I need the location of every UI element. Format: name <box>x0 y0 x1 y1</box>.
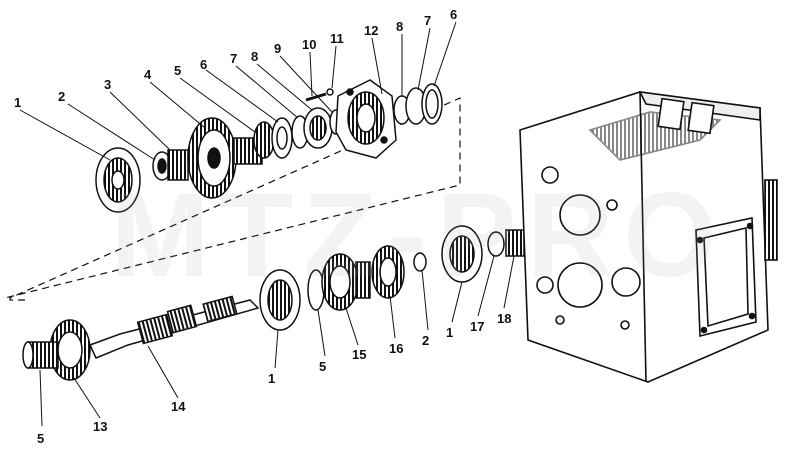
upper-assembly-dashed-frame <box>4 97 461 301</box>
callout-bottom-0: 5 <box>37 431 45 446</box>
callout-bottom-8: 1 <box>446 325 454 340</box>
callout-bottom-6: 16 <box>389 341 404 356</box>
callout-top-12: 8 <box>396 19 404 34</box>
callout-bottom-1: 13 <box>93 419 108 434</box>
leader-lines <box>19 21 515 427</box>
top-part-5-gear <box>253 121 275 159</box>
upper-shaft-assembly <box>95 79 443 213</box>
lower-part-2-ring <box>413 252 427 272</box>
callout-top-1: 2 <box>58 89 66 104</box>
callout-top-14: 6 <box>450 7 458 22</box>
gearbox-housing <box>519 91 778 383</box>
callout-top-11: 12 <box>364 23 379 38</box>
side-cover-plate <box>695 217 757 338</box>
callout-bottom-7: 2 <box>422 333 430 348</box>
callout-top-6: 7 <box>230 51 238 66</box>
lower-part-17-ring <box>487 231 505 257</box>
callout-top-3: 4 <box>144 67 152 82</box>
callout-top-10: 11 <box>330 31 344 46</box>
callout-top-7: 8 <box>251 49 259 64</box>
watermark-text: MTZ-PRO <box>110 168 727 302</box>
callout-top-5: 6 <box>200 57 208 72</box>
callout-top-0: 1 <box>14 95 22 110</box>
callout-bottom-4: 5 <box>319 359 327 374</box>
callout-bottom-9: 17 <box>470 319 485 334</box>
callout-bottom-3: 1 <box>268 371 276 386</box>
top-part-11-washer <box>326 88 334 96</box>
callout-top-13: 7 <box>424 13 432 28</box>
callout-top-4: 5 <box>174 63 182 78</box>
callout-bottom-10: 18 <box>497 311 512 326</box>
top-part-10-bolt <box>305 92 327 102</box>
callout-bottom-5: 15 <box>352 347 367 362</box>
callout-top-8: 9 <box>274 41 282 56</box>
callout-top-9: 10 <box>302 37 317 52</box>
callout-top-2: 3 <box>104 77 112 92</box>
callout-bottom-2: 14 <box>171 399 186 414</box>
